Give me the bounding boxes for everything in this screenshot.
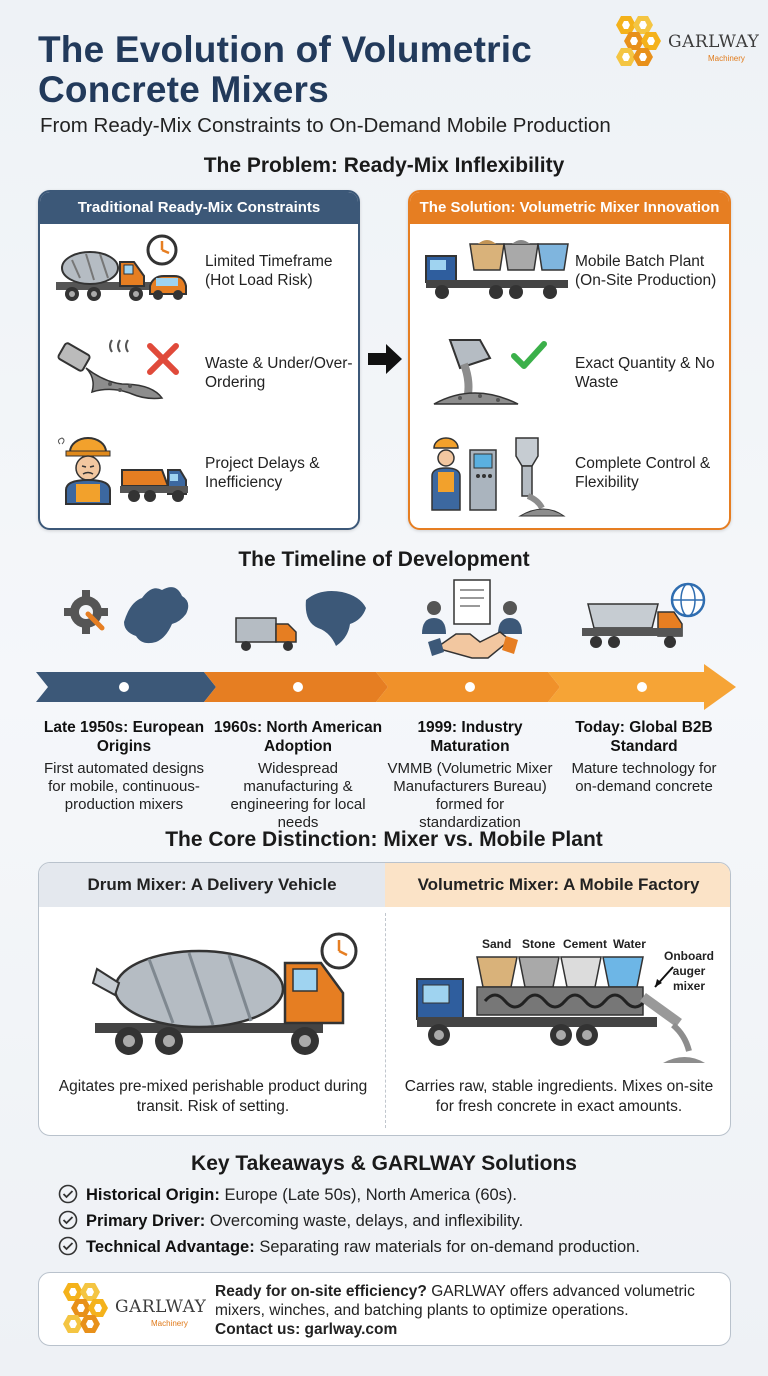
logo-sub: Machinery — [708, 54, 745, 63]
gear-europe-map-icon — [64, 587, 189, 644]
garlway-logo[interactable]: GARLWAY Machinery — [606, 12, 759, 74]
takeaway-bold: Historical Origin: — [86, 1186, 220, 1204]
volumetric-mixer-truck-icon — [416, 956, 705, 1063]
solution-label: Exact Quantity & No Waste — [575, 355, 715, 391]
logo-name: GARLWAY — [668, 32, 760, 52]
timeline-arrow-bar — [36, 664, 736, 710]
solution-label: Mobile Batch Plant (On-Site Production) — [575, 253, 717, 289]
bin-label-stone: Stone — [522, 937, 556, 951]
timeline-event: Today: Global B2B Standard Mature techno… — [559, 718, 729, 796]
right-arrow-icon — [368, 344, 402, 374]
volumetric-truck-icon — [420, 232, 570, 322]
constraint-label: Waste & Under/Over-Ordering — [205, 355, 353, 391]
drum-mixer-truck-icon — [91, 932, 358, 1055]
worker-control-panel-icon — [420, 434, 570, 524]
takeaway-item: Technical Advantage: Separating raw mate… — [58, 1236, 640, 1258]
takeaway-text: Separating raw materials for on-demand p… — [259, 1238, 640, 1256]
event-desc: Mature technology for on-demand concrete — [571, 760, 717, 795]
ready-mix-truck-clock-icon — [50, 232, 200, 322]
takeaway-text: Europe (Late 50s), North America (60s). — [224, 1186, 517, 1204]
contact-link[interactable]: Contact us: garlway.com — [215, 1321, 398, 1338]
problem-heading: The Problem: Ready-Mix Inflexibility — [203, 154, 565, 177]
compare-heading: The Core Distinction: Mixer vs. Mobile P… — [165, 828, 603, 851]
solution-item: Exact Quantity & No Waste — [410, 334, 729, 424]
timeline-event: 1960s: North American Adoption Widesprea… — [213, 718, 383, 832]
ready-mix-constraints-panel: Traditional Ready-Mix Constraints Limite… — [38, 190, 360, 530]
bin-label-water: Water — [613, 937, 646, 951]
handshake-document-icon — [422, 579, 522, 659]
footer-text: Ready for on-site efficiency? GARLWAY of… — [215, 1282, 725, 1339]
page-title: The Evolution of Volumetric Concrete Mix… — [38, 29, 532, 110]
volumetric-mixer-desc: Carries raw, stable ingredients. Mixes o… — [404, 1078, 714, 1115]
check-circle-icon — [58, 1184, 78, 1204]
check-circle-icon — [58, 1210, 78, 1230]
volumetric-mixer-title: Volumetric Mixer: A Mobile Factory — [385, 863, 730, 907]
constraint-label: Limited Timeframe (Hot Load Risk) — [205, 253, 333, 289]
constraint-label: Project Delays & Inefficiency — [205, 455, 320, 491]
hexagon-logo-icon — [63, 1283, 108, 1333]
panel-title: The Solution: Volumetric Mixer Innovatio… — [410, 192, 729, 224]
spilled-concrete-cross-icon — [50, 334, 200, 424]
solution-item: Complete Control & Flexibility — [410, 434, 729, 524]
bin-label-sand: Sand — [482, 937, 512, 951]
comparison-panel: Drum Mixer: A Delivery Vehicle Volumetri… — [38, 862, 731, 1136]
event-title: 1960s: North American Adoption — [213, 719, 383, 755]
pouring-chute-check-icon — [420, 334, 570, 424]
solution-label: Complete Control & Flexibility — [575, 455, 711, 491]
timeline-event: Late 1950s: European Origins First autom… — [39, 718, 209, 814]
takeaways-heading: Key Takeaways & GARLWAY Solutions — [191, 1152, 577, 1175]
drum-mixer-desc: Agitates pre-mixed perishable product du… — [58, 1078, 368, 1115]
footer-lead: Ready for on-site efficiency? — [215, 1283, 427, 1300]
takeaway-bold: Technical Advantage: — [86, 1238, 255, 1256]
event-desc: Widespread manufacturing & engineering f… — [230, 760, 366, 831]
footer-logo-name: GARLWAY — [115, 1297, 207, 1317]
footer-logo-sub: Machinery — [151, 1319, 188, 1328]
event-desc: First automated designs for mobile, cont… — [43, 760, 205, 813]
event-title: Late 1950s: European Origins — [43, 719, 205, 755]
check-circle-icon — [58, 1236, 78, 1256]
takeaway-item: Primary Driver: Overcoming waste, delays… — [58, 1210, 523, 1232]
takeaway-bold: Primary Driver: — [86, 1212, 206, 1230]
event-title: 1999: Industry Maturation — [417, 719, 523, 755]
event-title: Today: Global B2B Standard — [575, 719, 713, 755]
solution-item: Mobile Batch Plant (On-Site Production) — [410, 232, 729, 322]
timeline-heading: The Timeline of Development — [238, 548, 530, 571]
frustrated-worker-dump-truck-icon — [50, 434, 200, 524]
hexagon-logo-icon — [616, 16, 661, 66]
bin-label-cement: Cement — [563, 937, 608, 951]
page-subtitle: From Ready-Mix Constraints to On-Demand … — [40, 114, 611, 137]
constraint-item: Project Delays & Inefficiency — [40, 434, 358, 524]
constraint-item: Limited Timeframe (Hot Load Risk) — [40, 232, 358, 322]
panel-title: Traditional Ready-Mix Constraints — [40, 192, 358, 224]
volumetric-solution-panel: The Solution: Volumetric Mixer Innovatio… — [408, 190, 731, 530]
takeaway-text: Overcoming waste, delays, and inflexibil… — [209, 1212, 524, 1230]
volumetric-truck-globe-icon — [582, 582, 706, 648]
timeline-event: 1999: Industry Maturation VMMB (Volumetr… — [385, 718, 555, 832]
footer-body: GARLWAY offers advanced volumetric mixer… — [215, 1283, 695, 1319]
event-desc: VMMB (Volumetric Mixer Manufacturers Bur… — [387, 760, 553, 831]
takeaway-item: Historical Origin: Europe (Late 50s), No… — [58, 1184, 517, 1206]
truck-north-america-map-icon — [235, 591, 366, 651]
constraint-item: Waste & Under/Over-Ordering — [40, 334, 358, 424]
auger-label: Onboard auger mixer — [664, 949, 714, 993]
footer-cta-box: GARLWAY Machinery Ready for on-site effi… — [38, 1272, 731, 1346]
divider — [385, 913, 386, 1128]
drum-mixer-title: Drum Mixer: A Delivery Vehicle — [39, 863, 385, 907]
